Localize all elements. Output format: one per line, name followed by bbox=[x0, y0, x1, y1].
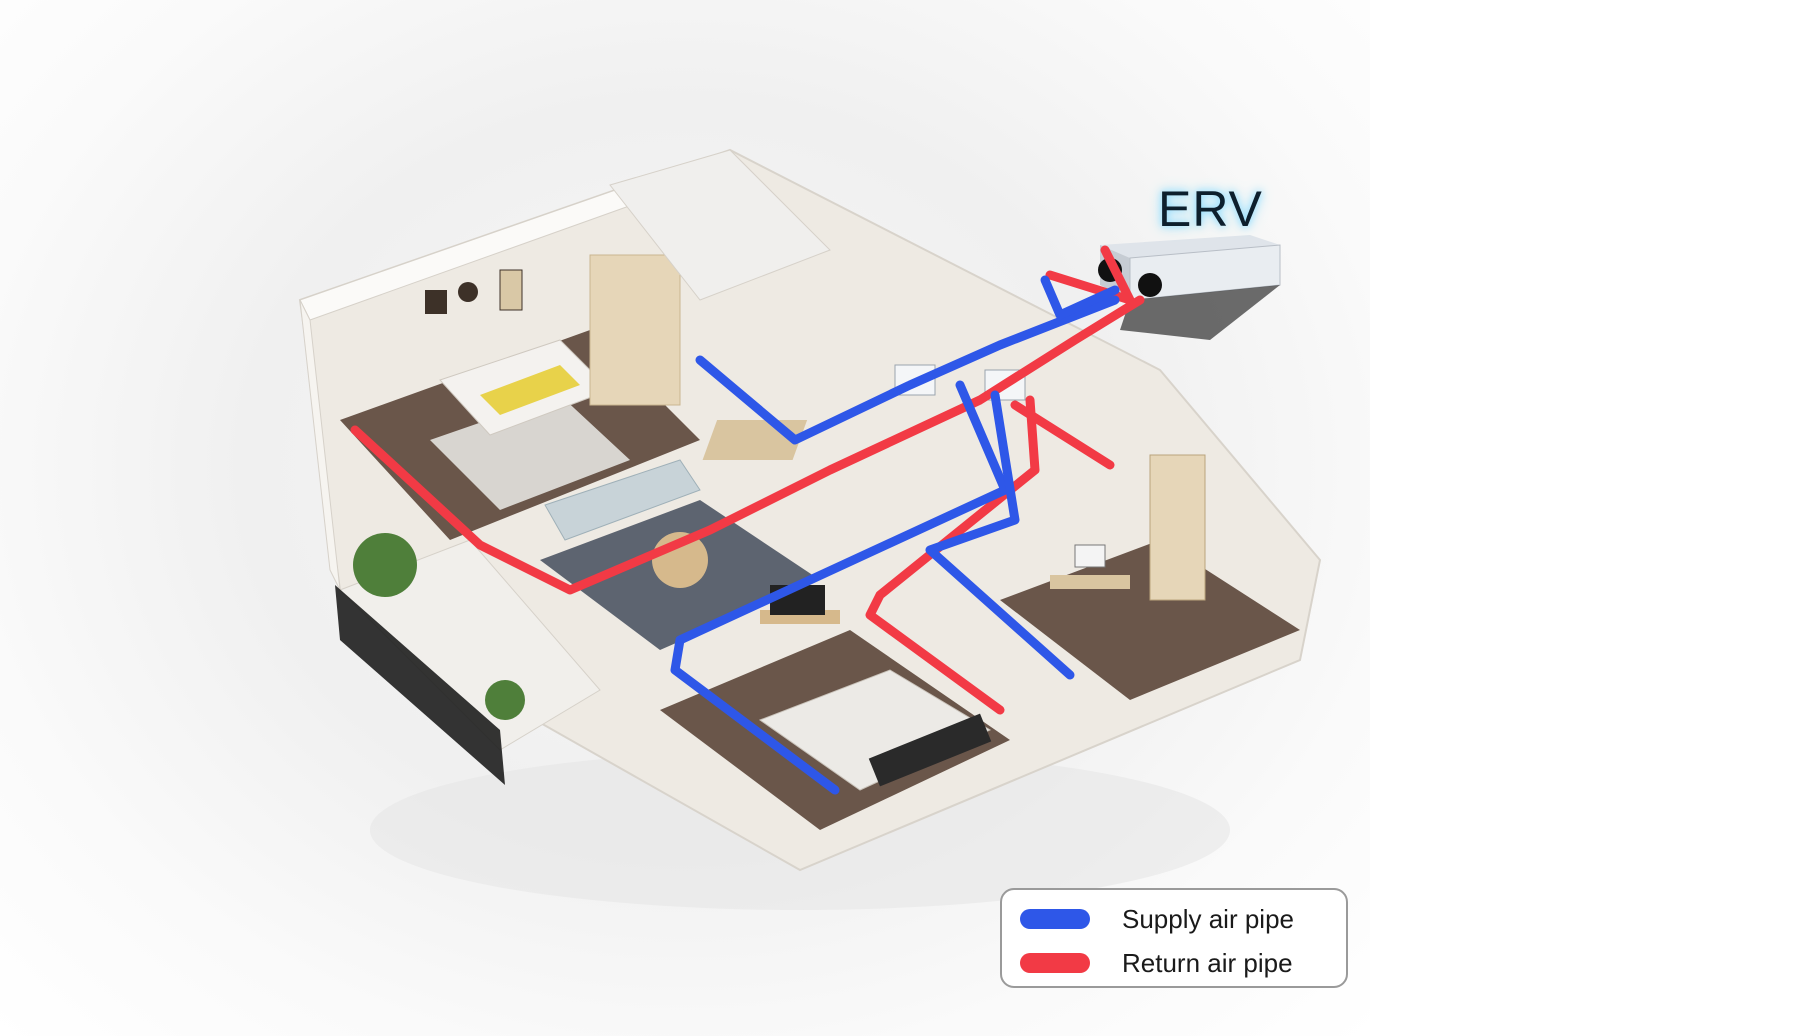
erv-label: ERV bbox=[1158, 181, 1263, 237]
bookshelf bbox=[1149, 454, 1206, 601]
return-air-pipes bbox=[350, 245, 1145, 715]
legend-item-supply: Supply air pipe bbox=[1020, 904, 1294, 934]
supply-pipe-erv bbox=[1040, 275, 1120, 320]
sofa bbox=[544, 459, 701, 541]
legend: Supply air pipe Return air pipe bbox=[1000, 888, 1348, 988]
balcony-railing bbox=[335, 585, 505, 785]
second-bed bbox=[758, 669, 992, 791]
return-swatch bbox=[1020, 953, 1090, 973]
master-bed-throw bbox=[480, 365, 580, 415]
supply-pipe-living bbox=[695, 295, 1120, 445]
supply-pipe-study bbox=[925, 390, 1075, 680]
return-pipe-master-bedroom bbox=[350, 295, 1145, 595]
bathroom-floor bbox=[609, 149, 831, 301]
legend-label-supply: Supply air pipe bbox=[1122, 903, 1294, 934]
desk bbox=[1050, 575, 1130, 589]
erv-unit-top bbox=[1100, 235, 1280, 258]
return-pipe-erv bbox=[1045, 245, 1135, 305]
supply-pipe-second-bedroom bbox=[670, 380, 1010, 795]
wardrobe bbox=[589, 254, 681, 406]
supply-swatch bbox=[1020, 909, 1090, 929]
second-bed-headboard bbox=[868, 713, 992, 787]
plant-1 bbox=[353, 533, 417, 597]
legend-item-return: Return air pipe bbox=[1020, 948, 1293, 978]
wall-clock bbox=[458, 282, 478, 302]
supply-air-pipes bbox=[670, 275, 1120, 795]
wall-art-1 bbox=[425, 290, 447, 314]
erv-port-2 bbox=[1138, 273, 1162, 297]
plant-2 bbox=[485, 680, 525, 720]
legend-label-return: Return air pipe bbox=[1122, 947, 1293, 978]
monitor bbox=[1074, 544, 1106, 568]
return-pipe-second-bedroom bbox=[865, 395, 1040, 715]
erv-unit-shadow bbox=[1120, 285, 1280, 340]
wall-art-2 bbox=[499, 269, 523, 311]
